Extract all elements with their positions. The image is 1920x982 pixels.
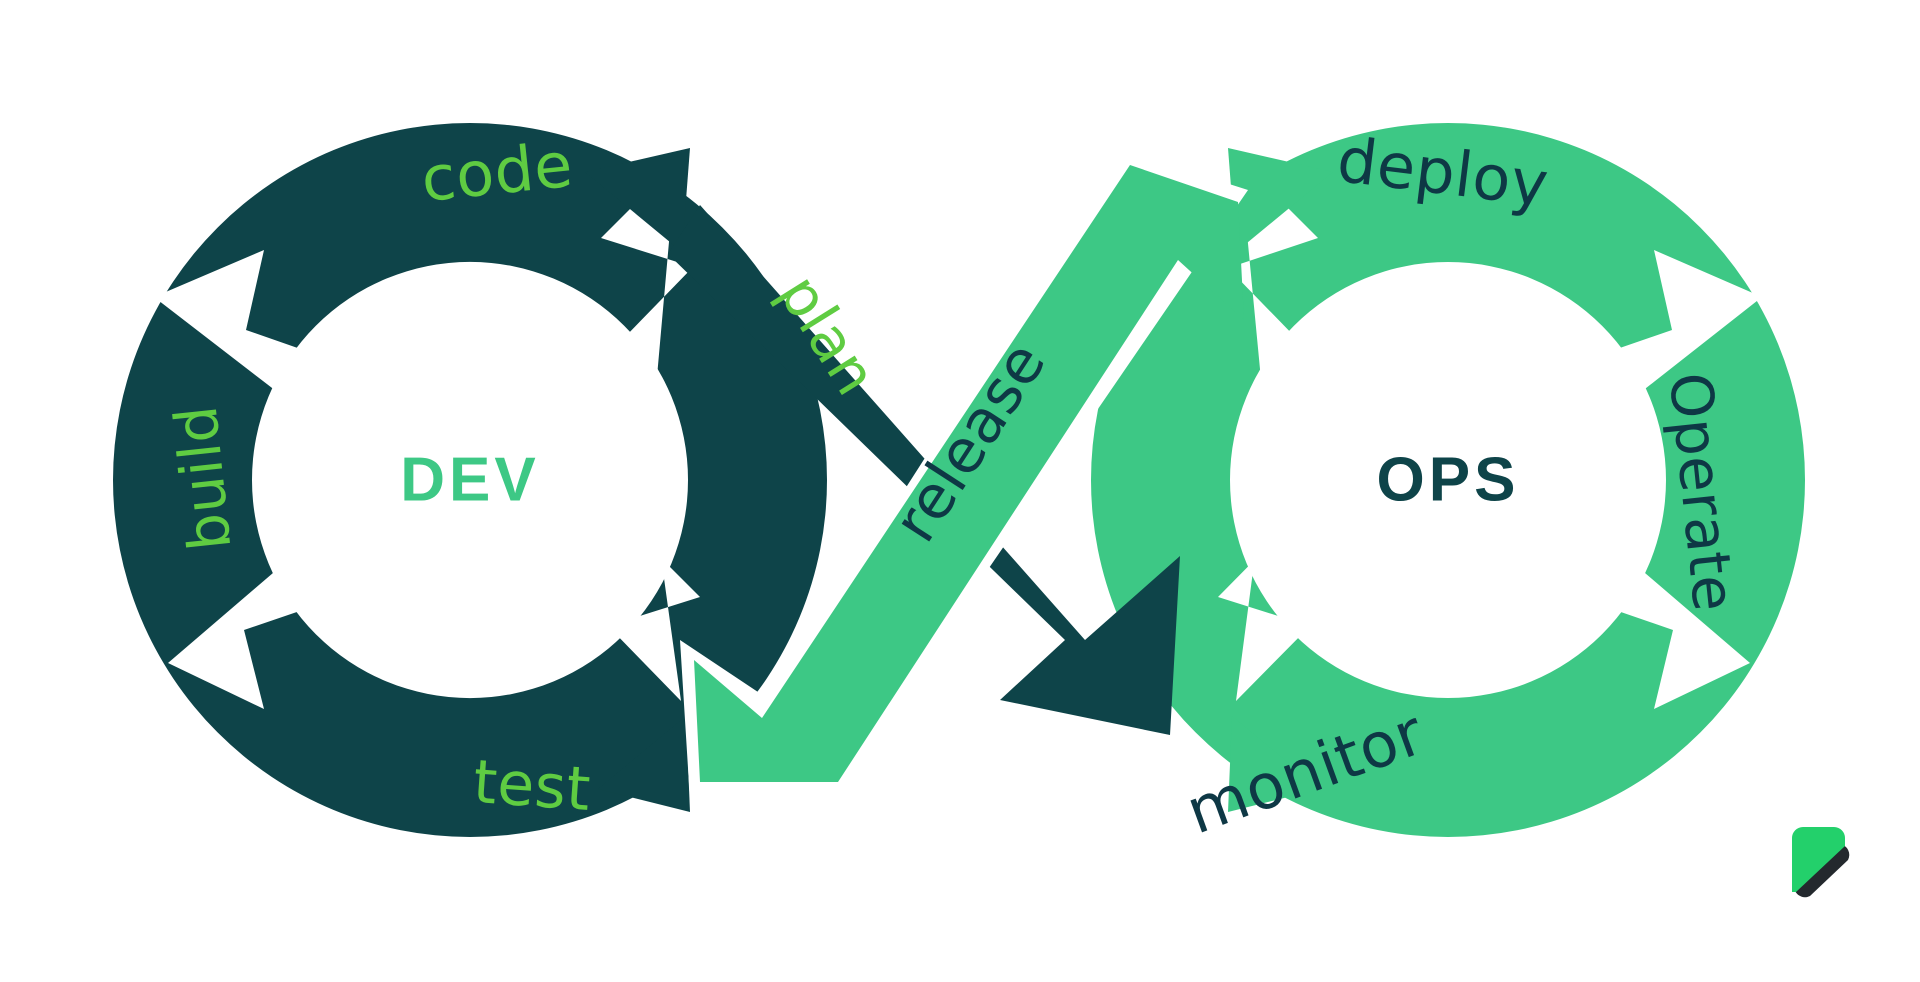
ops-gap-deploy-operate (1585, 250, 1762, 418)
dev-gap-plan-test (608, 526, 700, 701)
dev-stage-label-test: test (471, 747, 593, 825)
ops-gap-operate-monitor (1586, 543, 1750, 709)
dev-chevron-code (585, 148, 690, 252)
dev-center-label: DEV (400, 446, 539, 515)
dev-gap-build-code (154, 250, 332, 418)
dev-gap-test-build (168, 543, 332, 709)
brand-logo[interactable] (1770, 812, 1866, 908)
ops-chevron-deploy (1228, 148, 1333, 252)
ops-chevron-monitor (1228, 716, 1320, 812)
ops-center-label: OPS (1377, 446, 1520, 515)
dev-stage-label-code: code (418, 128, 576, 216)
ops-gap-monitor-release (1218, 526, 1310, 701)
release-ribbon-fill (694, 165, 1244, 782)
logo-shadow-shape (1793, 844, 1850, 898)
dev-stage-label-build: build (162, 402, 245, 553)
logo-flag-shape (1792, 827, 1845, 892)
dev-chevron-test (598, 716, 690, 812)
dev-loop-group (113, 123, 827, 837)
ops-loop-group (1091, 123, 1805, 837)
release-ribbon-group (680, 150, 1248, 800)
